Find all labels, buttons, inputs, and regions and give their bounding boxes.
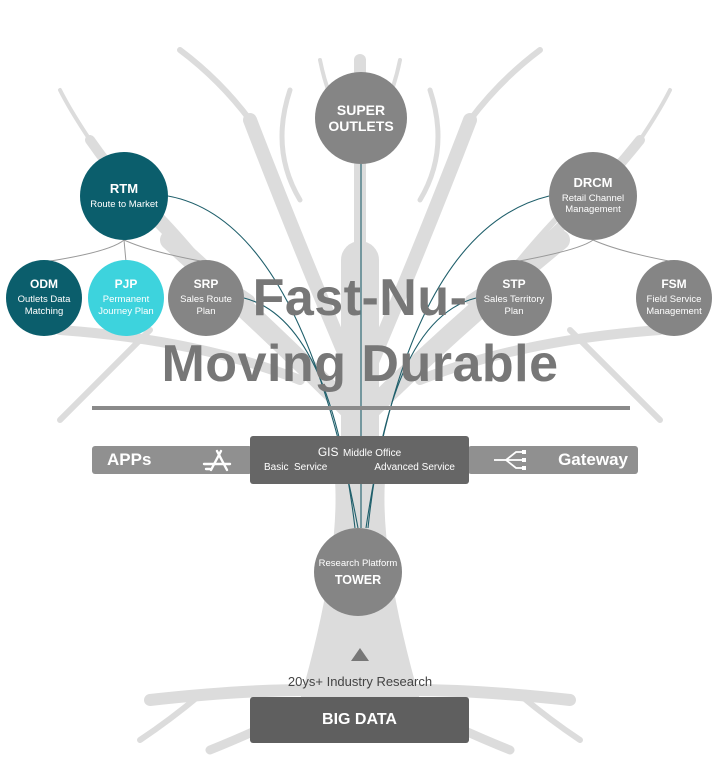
apps-label: APPs [107, 450, 152, 469]
super-outlets-line1: SUPER [336, 101, 386, 118]
stp-node: STP Sales Territory Plan [476, 260, 552, 336]
research-text: 20ys+ Industry Research [287, 674, 433, 689]
drcm-node: DRCM Retail Channel Management [549, 152, 637, 240]
rtm-node: RTM Route to Market [80, 152, 168, 240]
pjp-label-line2: Journey Plan [98, 305, 154, 317]
odm-label-line2: Matching [24, 305, 64, 317]
up-arrow-icon [351, 648, 369, 661]
srp-label-line1: Sales Route [180, 294, 232, 306]
odm-code: ODM [30, 277, 58, 292]
gis-basic-service: Basic Service [264, 462, 328, 473]
drcm-label-line1: Retail Channel [561, 192, 625, 204]
rtm-label: Route to Market [90, 198, 158, 210]
rtm-code: RTM [109, 180, 139, 196]
odm-node: ODM Outlets Data Matching [6, 260, 82, 336]
gateway-label: Gateway [558, 450, 628, 469]
tower-code: TOWER [334, 573, 382, 588]
srp-node: SRP Sales Route Plan [168, 260, 244, 336]
fsm-code: FSM [661, 277, 687, 292]
gateway-fork-icon [494, 450, 526, 470]
gateway-bar: Gateway [468, 446, 638, 474]
tower-label: Research Platform [318, 558, 398, 570]
super-outlets-node: SUPER OUTLETS [315, 72, 407, 164]
gis-advanced-service: Advanced Service [374, 462, 455, 473]
super-outlets-line2: OUTLETS [328, 118, 394, 134]
tower-node: Research Platform TOWER [314, 528, 402, 616]
app-store-icon [202, 449, 232, 472]
drcm-code: DRCM [573, 174, 613, 190]
pjp-code: PJP [114, 277, 138, 292]
title-line1: Fast-Nu- [252, 269, 468, 327]
big-data-box: BIG DATA [250, 697, 469, 743]
gis-title-main: GIS [317, 445, 339, 459]
title-line2: Moving Durable [161, 335, 559, 393]
gis-middle-office-box: GIS Middle Office Basic Service Advanced… [250, 436, 469, 484]
apps-bar: APPs [92, 446, 252, 474]
srp-code: SRP [193, 277, 219, 292]
fsm-node: FSM Field Service Management [636, 260, 712, 336]
gis-title: GIS Middle Office [250, 443, 469, 461]
stp-label-line2: Plan [504, 305, 524, 317]
drcm-label-line2: Management [565, 204, 621, 216]
stp-label-line1: Sales Territory [483, 294, 545, 306]
fsm-label-line2: Management [646, 305, 702, 317]
fsm-label-line1: Field Service [646, 294, 702, 306]
big-data-label: BIG DATA [322, 711, 397, 728]
title-divider [92, 406, 630, 410]
srp-label-line2: Plan [196, 305, 216, 317]
pjp-node: PJP Permanent Journey Plan [88, 260, 164, 336]
pjp-label-line1: Permanent [102, 294, 150, 306]
stp-code: STP [502, 277, 526, 292]
odm-label-line1: Outlets Data [17, 294, 71, 306]
gis-title-suffix: Middle Office [342, 448, 402, 459]
